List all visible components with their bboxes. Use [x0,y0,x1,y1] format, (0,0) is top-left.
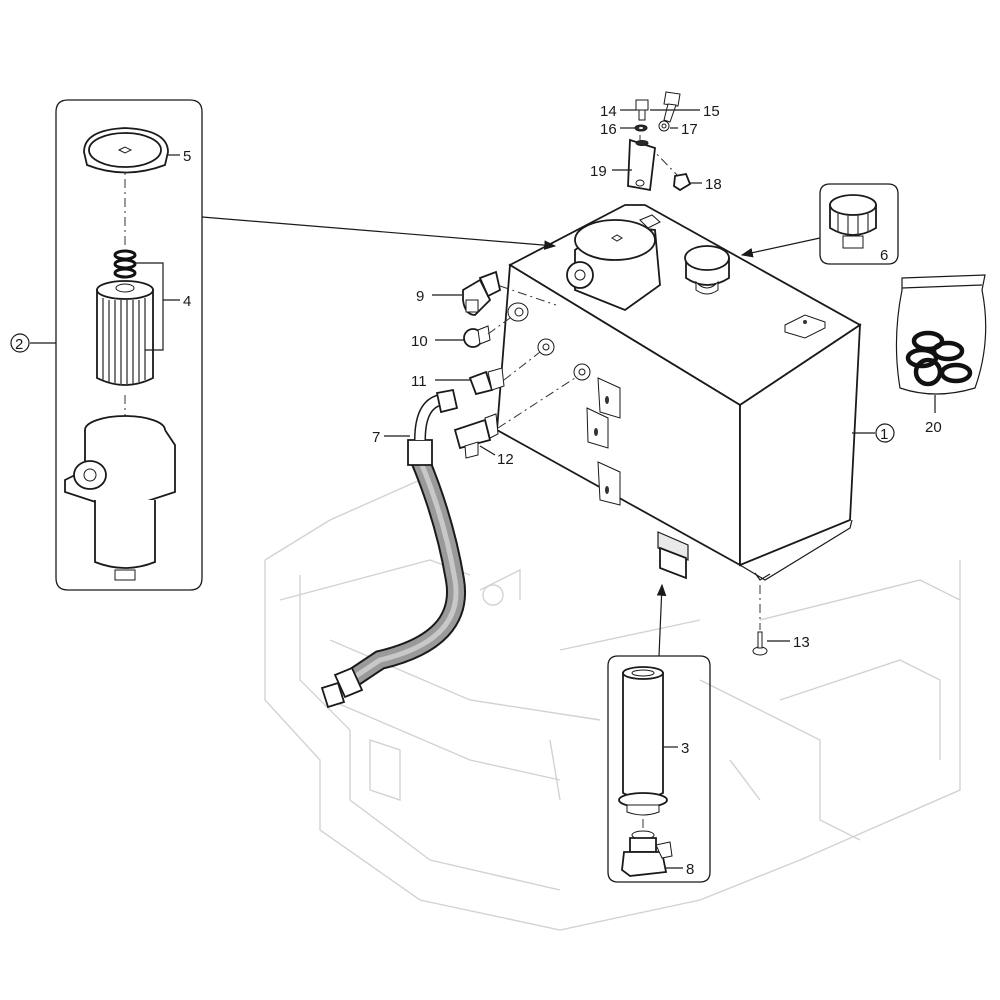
strainer-3[interactable] [618,666,668,816]
callout-16: 16 [600,121,617,138]
filter-element[interactable] [96,280,154,386]
arrows [201,216,821,657]
fitting-11[interactable] [468,367,505,396]
callout-19: 19 [590,163,607,180]
machine-frame-ghost [264,479,961,931]
screw-13[interactable] [752,631,768,656]
hose[interactable] [320,388,467,709]
washer-16[interactable] [634,124,648,132]
callout-8: 8 [686,861,694,878]
leader-lines [30,109,936,869]
callout-circle-2 [10,333,30,353]
mounted-breather [684,245,730,295]
callout-15: 15 [703,103,720,120]
callout-9: 9 [416,288,424,305]
callout-circle-1 [875,423,895,443]
callout-1: 1 [880,426,888,443]
callout-6: 6 [880,247,888,264]
callout-12: 12 [497,451,514,468]
filter-cover-5[interactable] [83,127,169,174]
breather-cap-6[interactable] [829,194,877,249]
oring-kit-20[interactable] [895,274,987,395]
callout-10: 10 [411,333,428,350]
callout-13: 13 [793,634,810,651]
callout-2: 2 [15,336,23,353]
arrow-strainer-to-tank [656,583,667,657]
callout-7: 7 [372,429,380,446]
elbow-8[interactable] [621,830,673,877]
nut-18[interactable] [673,172,692,192]
bolt-14[interactable] [635,99,649,121]
washer-17[interactable] [658,120,670,132]
callout-5: 5 [183,148,191,165]
tank[interactable] [496,204,862,581]
inset-suction-strainer [607,655,711,883]
callout-20: 20 [925,419,942,436]
bolt-15[interactable] [663,91,681,123]
inset-breather [819,183,899,265]
mounted-filter-head [566,214,661,312]
fitting-9[interactable] [462,270,502,316]
inset-filter-assembly [55,99,203,591]
callout-17: 17 [681,121,698,138]
callout-14: 14 [600,103,617,120]
callout-3: 3 [681,740,689,757]
fitting-10[interactable] [463,325,491,348]
filter-housing[interactable] [64,415,176,581]
spring[interactable] [113,249,137,279]
arrow-filter-to-tank [201,216,557,250]
fitting-12[interactable] [453,413,499,459]
callout-18: 18 [705,176,722,193]
bracket-19[interactable] [627,138,656,192]
callout-4: 4 [183,293,191,310]
callout-11: 11 [411,373,427,390]
callout-labels: 2 1 5 4 6 7 8 3 9 10 11 12 13 14 15 16 1… [10,103,942,878]
arrow-breather-to-tank [740,237,821,258]
